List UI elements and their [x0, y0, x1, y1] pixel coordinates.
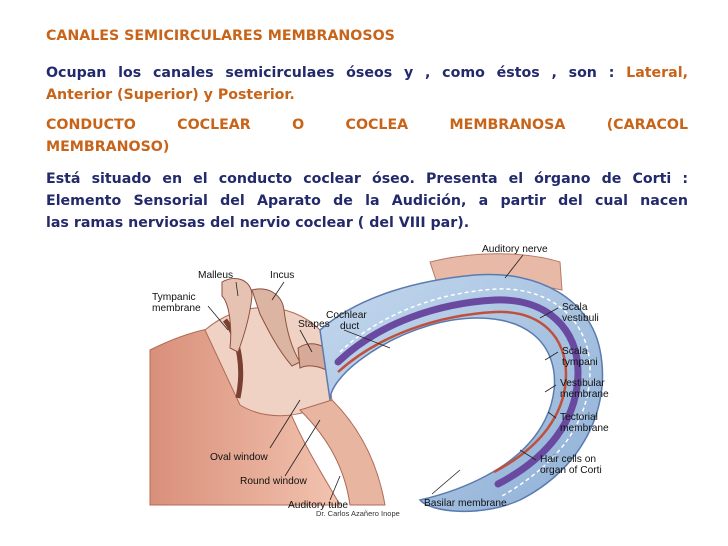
label-basilar-membrane: Basilar membrane — [424, 498, 507, 509]
paragraph1-line2: Anterior (Superior) y Posterior. — [46, 87, 295, 103]
tectorial-membrane-line — [339, 288, 591, 497]
label-auditory-nerve: Auditory nerve — [482, 244, 548, 255]
paragraph1-text: Ocupan los canales semicirculaes óseos y… — [46, 65, 627, 81]
label-scala-vestibuli-2: vestibuli — [562, 313, 599, 324]
label-pointers — [207, 254, 559, 501]
label-tectorial-2: membrane — [560, 423, 609, 434]
tympanic-membrane-shape — [222, 318, 244, 399]
paragraph-semicircular-canals: Ocupan los canales semicirculaes óseos y… — [46, 62, 688, 106]
heading2-line1: CONDUCTO COCLEAR O COCLEA MEMBRANOSA (CA… — [46, 117, 688, 133]
label-scala-vestibuli-1: Scala — [562, 302, 588, 313]
label-hair-cells-2: organ of Corti — [540, 465, 602, 476]
author-credit: Dr. Carlos Azañero Inope — [316, 509, 400, 518]
label-round-window: Round window — [240, 476, 307, 487]
cochlear-duct-stripe — [334, 296, 582, 488]
label-vestibular-1: Vestibular — [560, 378, 605, 389]
paragraph2-line2: Elemento Sensorial del Aparato de la Aud… — [46, 193, 688, 209]
paragraph-cochlear-duct: Está situado en el conducto coclear óseo… — [46, 168, 688, 234]
label-vestibular-2: membrane — [560, 389, 609, 400]
malleus-shape — [221, 278, 253, 353]
incus-shape — [251, 288, 301, 367]
paragraph2-line1: Está situado en el conducto coclear óseo… — [46, 171, 688, 187]
label-stapes: Stapes — [298, 319, 330, 330]
label-tympanic-1: Tympanic — [152, 292, 196, 303]
heading-semicircular-canals: CANALES SEMICIRCULARES MEMBRANOSOS — [46, 28, 395, 44]
basilar-membrane-line — [337, 310, 568, 474]
label-scala-tympani-2: tympani — [562, 357, 598, 368]
label-tympanic-2: membrane — [152, 303, 201, 314]
label-hair-cells-1: Hair cells on — [540, 454, 597, 465]
label-malleus: Malleus — [198, 270, 234, 281]
label-incus: Incus — [270, 270, 295, 281]
label-tectorial-1: Tectorial — [560, 412, 598, 423]
label-cochlear-duct-1: Cochlear — [326, 310, 367, 321]
highlight-lateral: Lateral, — [626, 65, 688, 81]
heading-cochlear-duct: CONDUCTO COCLEAR O COCLEA MEMBRANOSA (CA… — [46, 114, 688, 158]
label-auditory-tube: Auditory tube — [288, 500, 349, 511]
label-oval-window: Oval window — [210, 452, 268, 463]
paragraph1-line1: Ocupan los canales semicirculaes óseos y… — [46, 62, 688, 84]
label-cochlear-duct-2: duct — [340, 321, 360, 332]
cochlea-outer — [319, 273, 604, 513]
paragraph2-line3: las ramas nerviosas del nervio coclear (… — [46, 215, 470, 231]
label-scala-tympani-1: Scala — [562, 346, 588, 357]
heading2-line2: MEMBRANOSO) — [46, 139, 170, 155]
auditory-tube-shape — [299, 399, 386, 506]
